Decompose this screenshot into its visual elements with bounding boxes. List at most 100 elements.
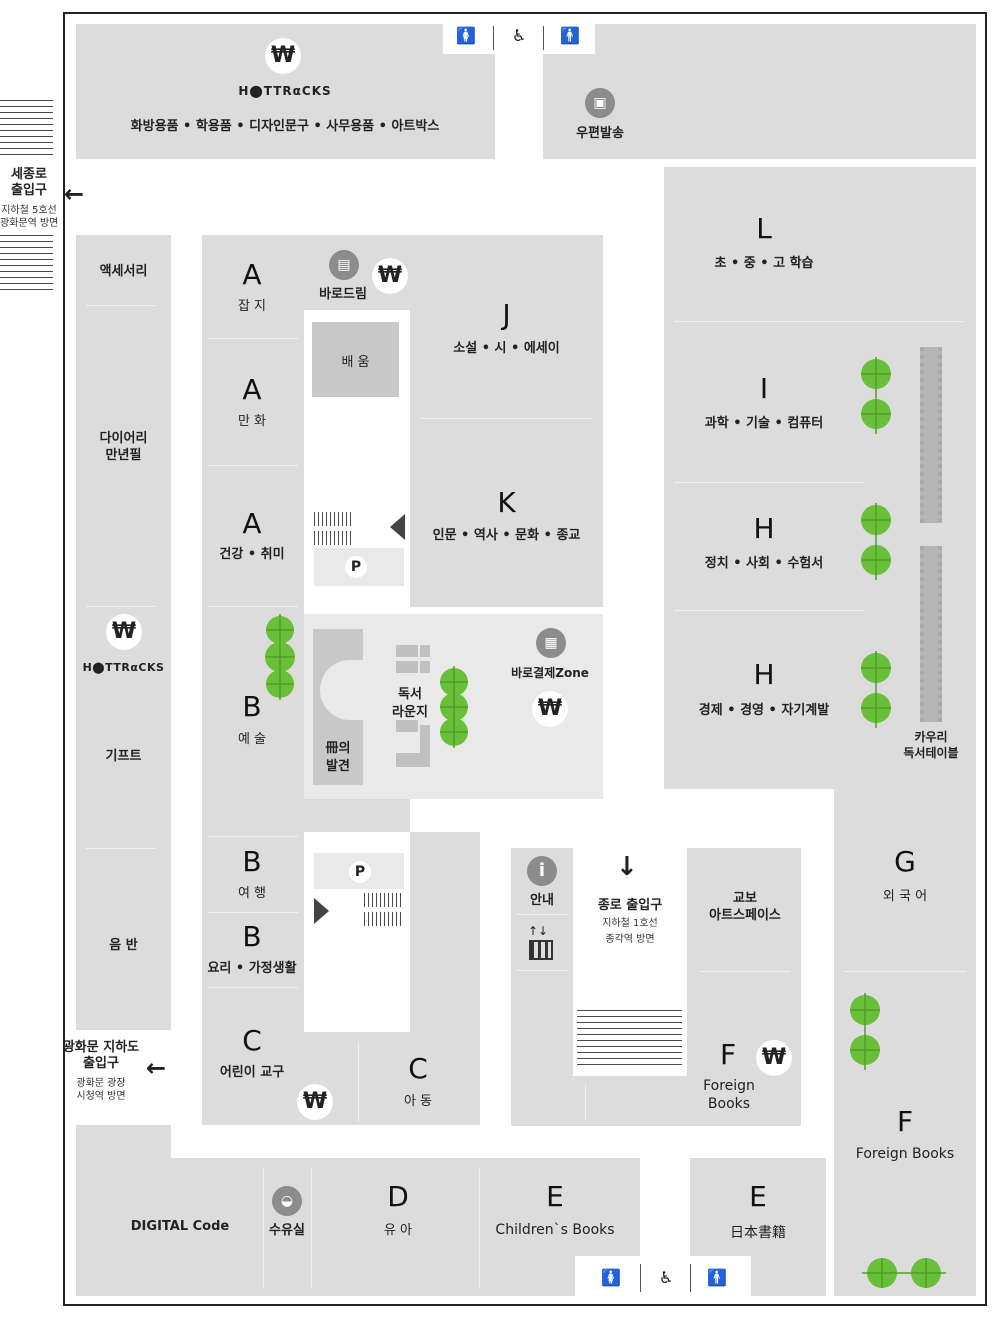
info-label: 안내 [530, 893, 554, 908]
divider [86, 305, 156, 306]
kyobo-art-label: 교보 아트스페이스 [709, 891, 781, 923]
hottracks-top-category: 화방용품 • 학용품 • 디자인문구 • 사무용품 • 아트박스 [130, 119, 440, 134]
nursing-icon: ◒ [272, 1186, 302, 1216]
divider [479, 1168, 480, 1288]
l-label: 초 • 중 • 고 학습 [714, 256, 814, 271]
plant-icon [265, 614, 295, 700]
info-icon: i [527, 856, 557, 886]
restroom-bottom-block [575, 1256, 751, 1296]
won-icon: ₩ [106, 614, 142, 650]
truck-icon: ▣ [585, 88, 615, 118]
escalator-icon [314, 512, 352, 526]
c2-label: 아 동 [403, 1094, 433, 1109]
divider [311, 1168, 312, 1288]
restroom-divider [493, 26, 494, 50]
g-letter: G [894, 845, 916, 878]
stairs-sejongro-lower [0, 235, 53, 293]
music-label: 음 반 [109, 938, 138, 953]
toilet-woman-icon: 🚺 [456, 26, 476, 45]
h1-letter: H [753, 512, 775, 545]
divider [86, 848, 156, 849]
escalator-icon [364, 893, 402, 907]
won-icon: ₩ [756, 1040, 792, 1076]
sejongro-line: 지하철 5호선 [1, 205, 57, 216]
arrow-down-icon: ↓ [616, 852, 638, 882]
toilet-woman-icon: 🚺 [601, 1268, 621, 1287]
h2-letter: H [753, 658, 775, 691]
elevator-arrows-icon: ↑↓ [528, 924, 549, 938]
divider [208, 987, 298, 988]
f2-letter: F [896, 1105, 914, 1138]
accessory-label: 액세서리 [99, 264, 148, 279]
divider [674, 610, 864, 611]
j-letter: J [502, 298, 511, 331]
digital-label: DIGITAL Code [130, 1219, 230, 1234]
zone-kyobo-art[interactable] [687, 848, 801, 1126]
plant-icon [861, 651, 891, 728]
triangle-left-icon [390, 514, 405, 540]
restroom-divider [690, 1264, 691, 1292]
divider [208, 912, 298, 913]
nursing-label: 수유실 [269, 1223, 305, 1238]
zone-info[interactable] [511, 848, 573, 1126]
gwanghwamun-entrance-label: 광화문 지하도 출입구 [62, 1040, 140, 1071]
won-icon: ₩ [297, 1084, 333, 1120]
divider [585, 1084, 586, 1120]
lounge-label: 독서 라운지 [392, 687, 428, 720]
barozone-label: 바로결제Zone [511, 666, 589, 680]
divider [420, 418, 592, 419]
arrow-left-icon: ← [64, 180, 85, 208]
divider [700, 971, 790, 972]
divider [86, 606, 156, 607]
triangle-right-icon [314, 898, 329, 924]
i-label: 과학 • 기술 • 컴퓨터 [704, 416, 824, 431]
discovery-notch [320, 660, 363, 720]
e2-label: 日本書籍 [730, 1225, 786, 1241]
l-letter: L [756, 212, 772, 245]
divider [358, 1042, 359, 1122]
plant-icon [861, 357, 891, 434]
jongro-entrance-label: 종로 출입구 [597, 898, 663, 913]
hottracks-logo: H⬤TTRαCKS [82, 661, 165, 674]
sejongro-entrance-label: 세종로 출입구 [11, 167, 47, 198]
divider [674, 482, 864, 483]
zone-learning[interactable] [312, 322, 399, 397]
zone-b-right[interactable] [410, 832, 480, 1032]
restroom-top-block [443, 24, 595, 54]
j-label: 소설 • 시 • 에세이 [453, 341, 560, 356]
f1-letter: F [719, 1038, 737, 1071]
plant-icon [862, 1258, 946, 1288]
divider [263, 1168, 264, 1288]
a1-letter: A [242, 258, 262, 291]
diary-label: 다이어리 만년필 [99, 431, 148, 463]
divider [674, 321, 964, 322]
wheelchair-icon: ♿ [658, 1268, 674, 1287]
zone-bottom-left[interactable] [76, 1125, 171, 1296]
c1-label: 어린이 교구 [219, 1065, 285, 1080]
zone-mail[interactable] [543, 24, 976, 159]
gwanghwamun-sub2: 시청역 방면 [76, 1091, 126, 1102]
stairs-jongro [577, 1010, 682, 1066]
book-icon: ▤ [329, 250, 359, 280]
zone-j-k[interactable] [410, 235, 603, 607]
divider [208, 606, 298, 607]
toilet-man-icon: 🚹 [560, 26, 580, 45]
jongro-direction: 종각역 방면 [605, 934, 655, 945]
plant-icon [850, 993, 880, 1070]
barodream-label: 바로드림 [319, 287, 367, 302]
zone-bottom-row[interactable] [171, 1158, 640, 1296]
b1-letter: B [242, 690, 262, 723]
a2-label: 만 화 [237, 414, 267, 429]
zone-c[interactable] [202, 1032, 480, 1125]
divider [208, 465, 298, 466]
divider [516, 970, 568, 971]
b2-letter: B [242, 845, 262, 878]
f1-label: Foreign Books [703, 1078, 755, 1112]
discovery-label: 冊의 발견 [325, 741, 351, 774]
d-letter: D [387, 1180, 409, 1213]
b2-label: 여 행 [237, 886, 267, 901]
divider [516, 914, 568, 915]
gift-label: 기프트 [105, 749, 142, 764]
mail-label: 우편발송 [576, 126, 624, 141]
a3-letter: A [242, 507, 262, 540]
